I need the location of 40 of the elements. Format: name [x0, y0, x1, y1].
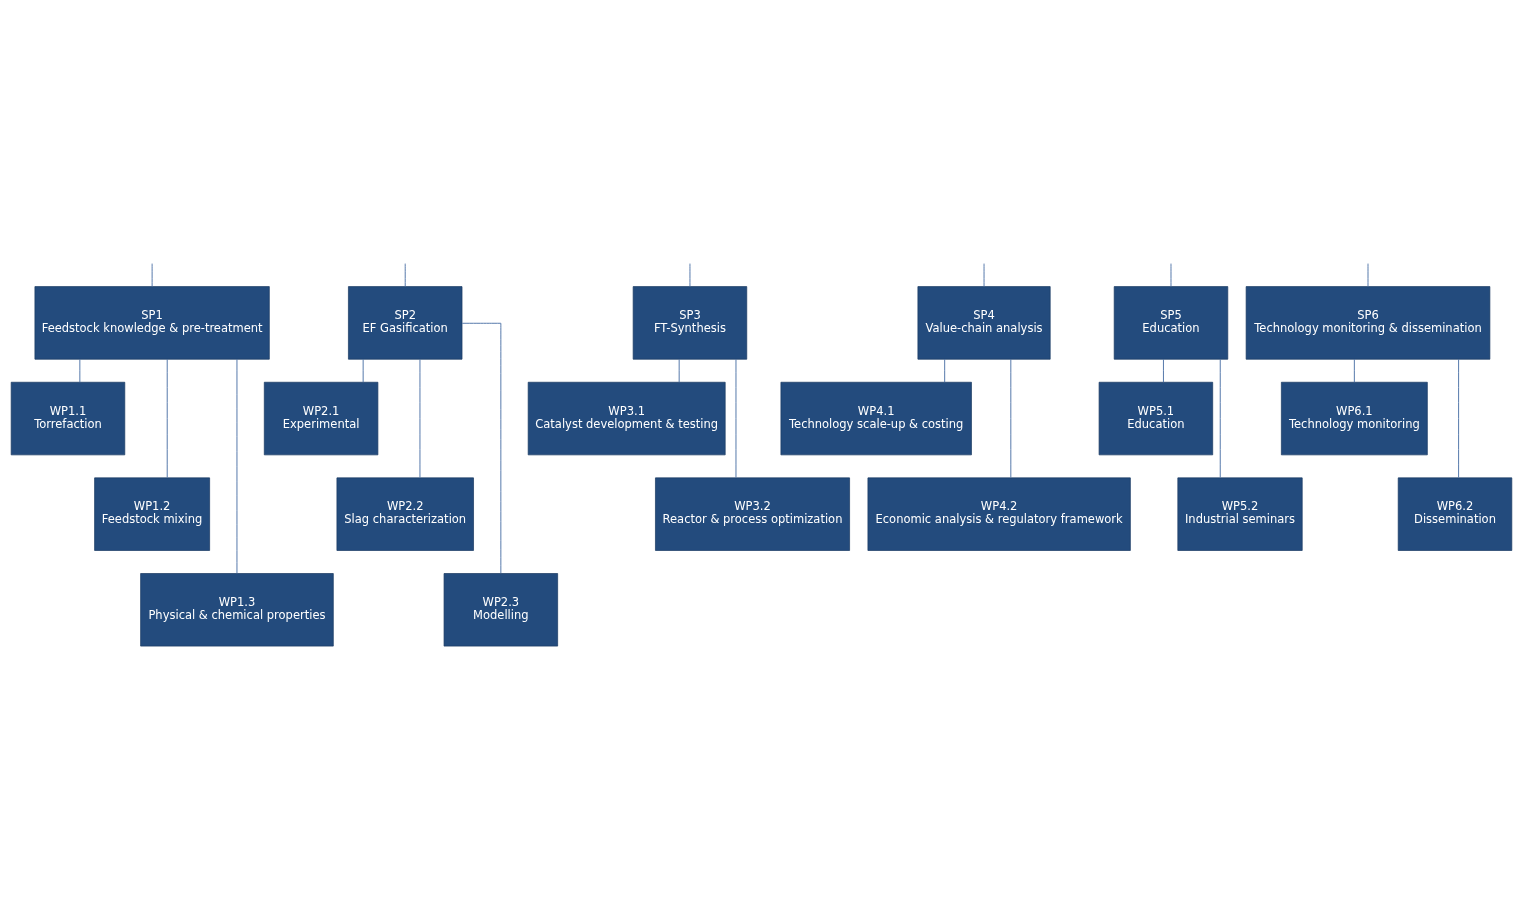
- connector: [1367, 262, 1369, 287]
- node-box: WP3.1 Catalyst development & testing: [527, 381, 726, 455]
- connector: [461, 322, 502, 574]
- node-box: WP5.2 Industrial seminars: [1177, 477, 1303, 551]
- connector: [689, 262, 691, 287]
- connector: [404, 262, 406, 287]
- connector: [678, 358, 680, 383]
- connector: [1162, 358, 1164, 383]
- connector: [735, 358, 737, 478]
- node-box: WP4.2 Economic analysis & regulatory framework: [867, 477, 1131, 551]
- connector: [1458, 358, 1460, 478]
- node-box: WP6.1 Technology monitoring: [1281, 381, 1428, 455]
- node-box: WP2.1 Experimental: [263, 381, 379, 455]
- node-box: SP2 EF Gasification: [348, 285, 463, 360]
- node-box: SP3 FT-Synthesis: [632, 285, 748, 360]
- connector: [1170, 262, 1172, 287]
- connector: [79, 358, 81, 383]
- connector: [419, 358, 421, 478]
- node-box: WP1.3 Physical & chemical properties: [140, 572, 334, 646]
- connector: [1353, 358, 1355, 383]
- connector: [983, 262, 985, 287]
- connector: [166, 358, 168, 478]
- node-box: WP1.1 Torrefaction: [10, 381, 126, 455]
- connector: [1010, 358, 1012, 478]
- node-box: WP6.2 Dissemination: [1397, 477, 1513, 551]
- node-box: WP5.1 Education: [1098, 381, 1214, 455]
- node-box: SP4 Value-chain analysis: [917, 285, 1051, 360]
- connector: [362, 358, 364, 383]
- node-box: SP6 Technology monitoring & dissemination: [1245, 285, 1491, 360]
- node-box: SP5 Education: [1113, 285, 1229, 360]
- connector: [236, 358, 238, 574]
- node-box: SP1 Feedstock knowledge & pre-treatment: [34, 285, 270, 360]
- node-box: WP4.1 Technology scale-up & costing: [780, 381, 972, 455]
- connector: [944, 358, 946, 383]
- node-box: WP3.2 Reactor & process optimization: [655, 477, 850, 551]
- node-box: WP1.2 Feedstock mixing: [94, 477, 210, 551]
- connector: [1219, 358, 1221, 478]
- node-box: WP2.2 Slag characterization: [336, 477, 474, 551]
- node-box: WP2.3 Modelling: [443, 572, 558, 646]
- connector: [151, 262, 153, 287]
